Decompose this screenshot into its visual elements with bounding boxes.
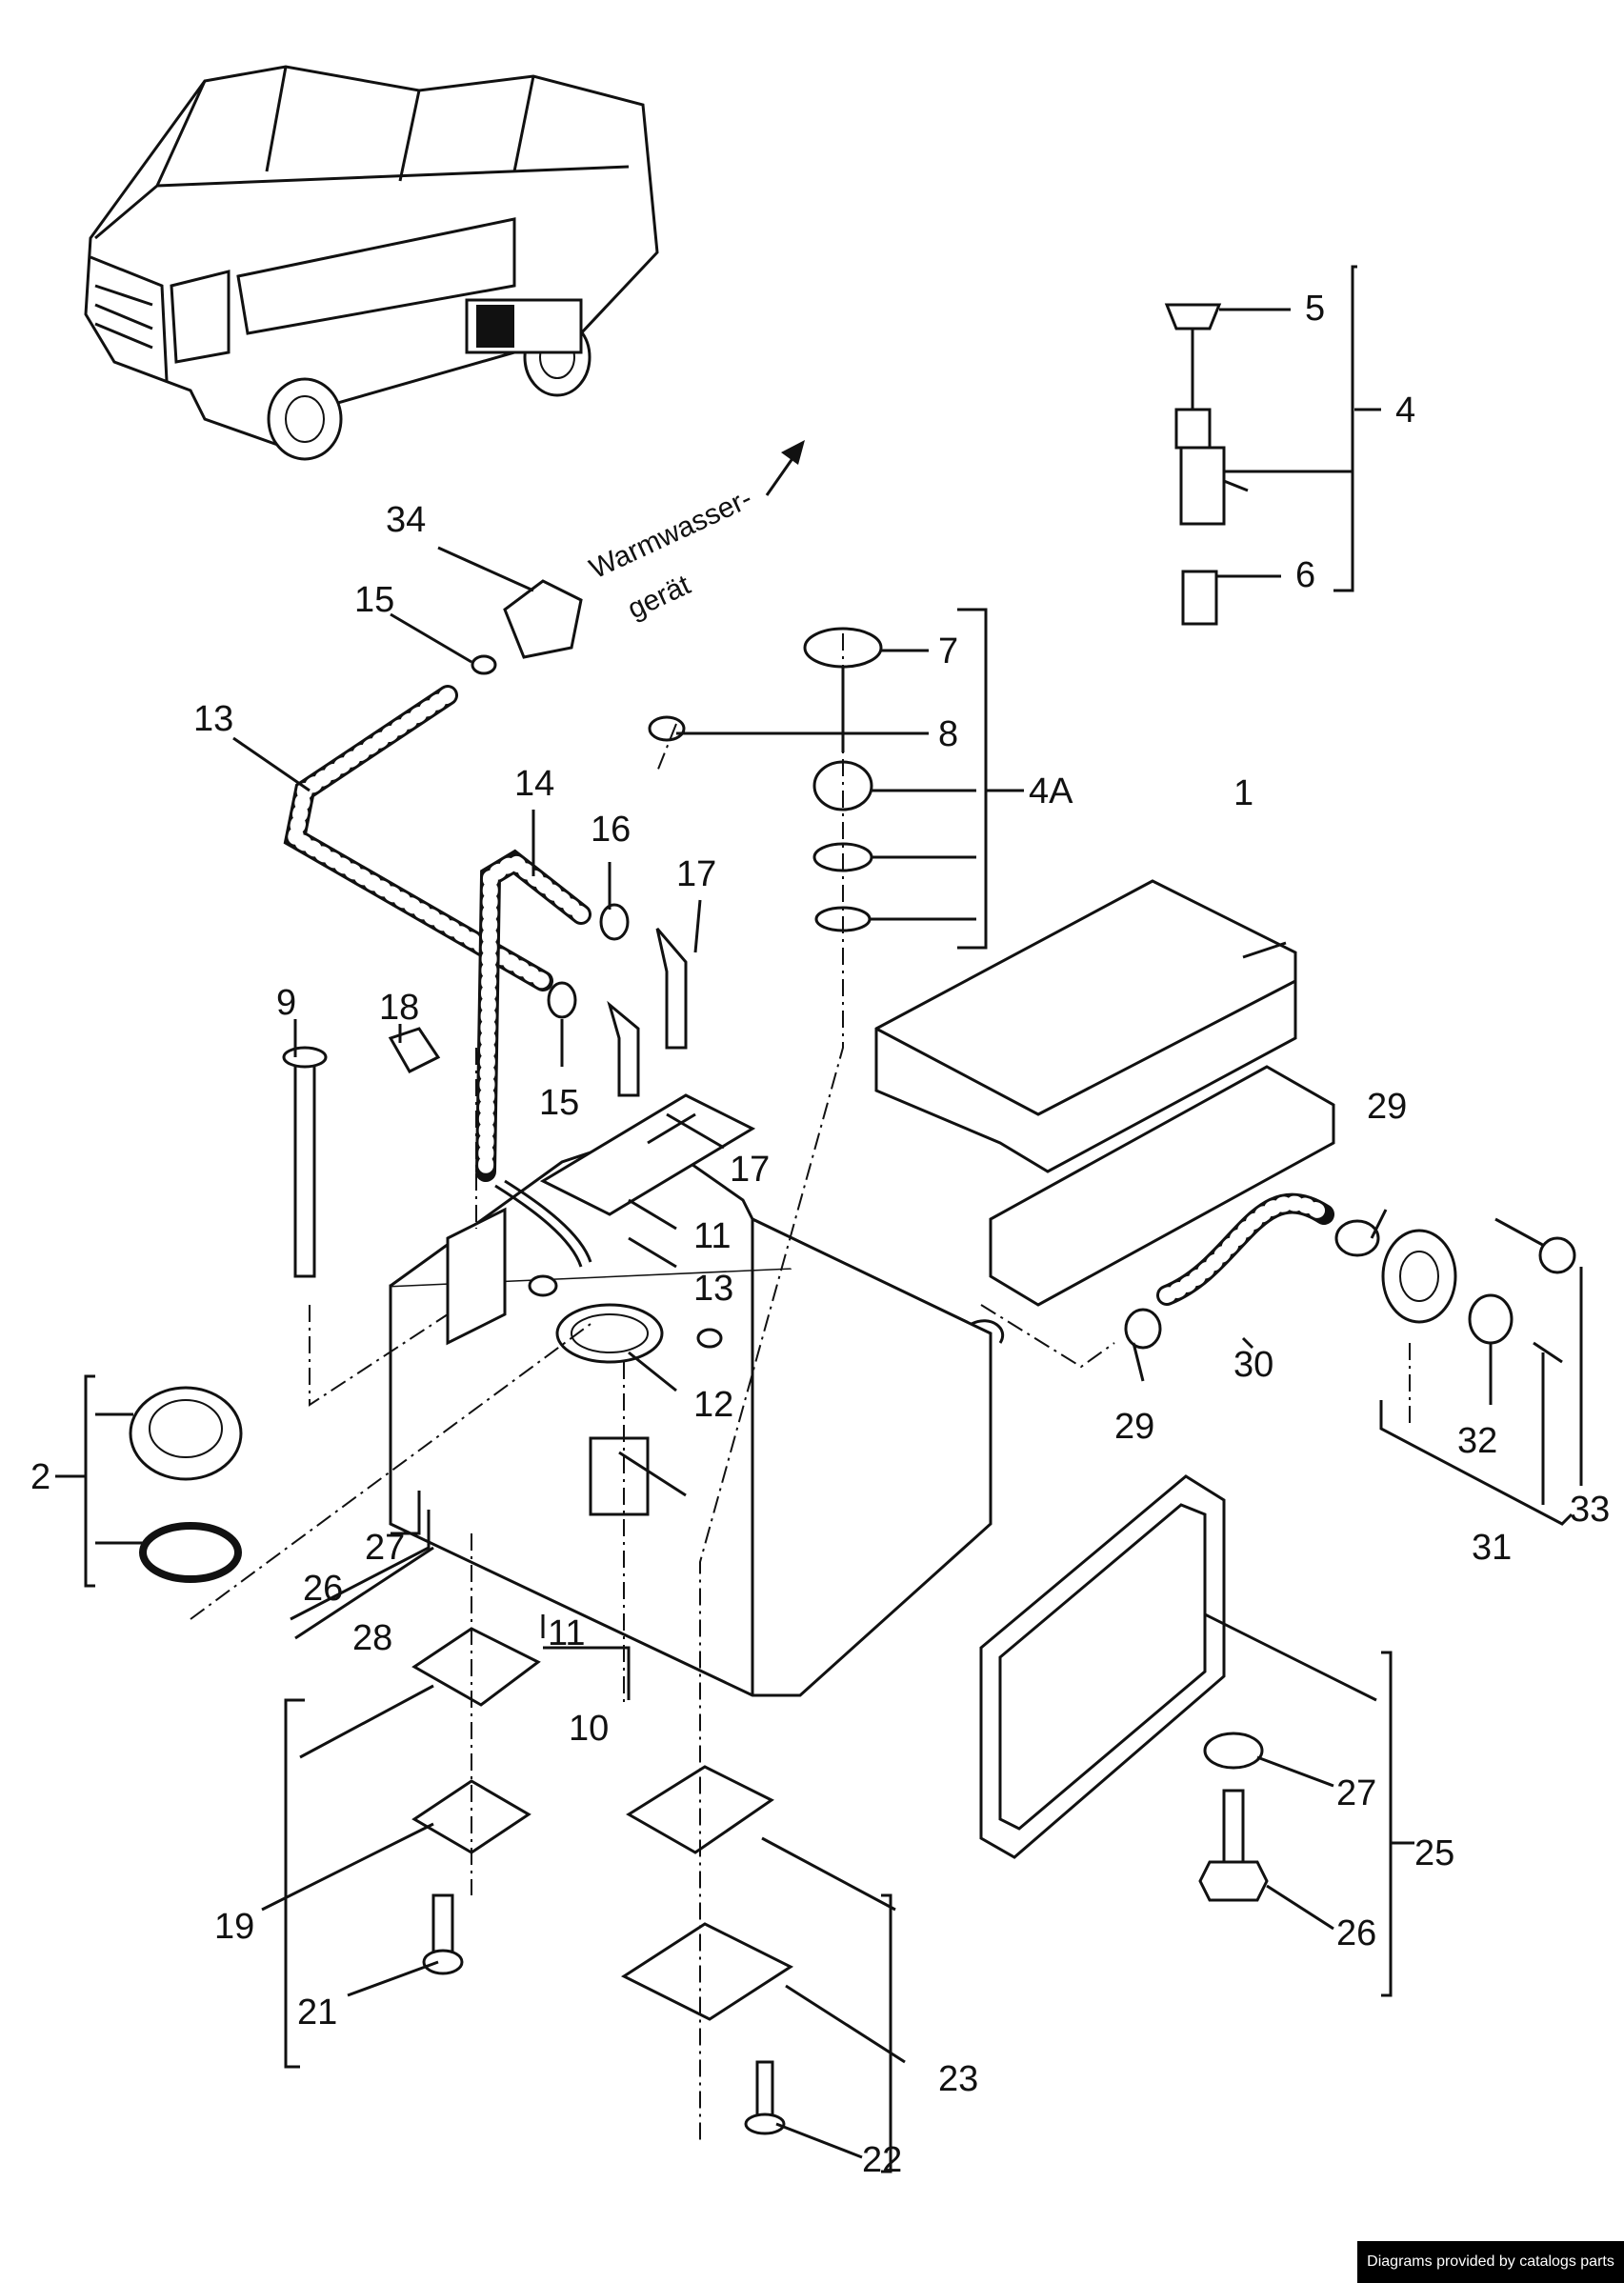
small-parts (129, 303, 1576, 2135)
callout-26a: 26 (303, 1569, 343, 1609)
callout-4a: 4A (1029, 771, 1073, 811)
callout-17a: 17 (676, 854, 716, 894)
callout-2: 2 (30, 1457, 50, 1497)
callout-15b: 15 (539, 1083, 579, 1123)
callout-7: 7 (938, 631, 958, 671)
callout-13b: 13 (693, 1269, 733, 1309)
callout-18: 18 (379, 988, 419, 1028)
callout-1: 1 (1233, 773, 1253, 813)
van-illustration (84, 65, 659, 461)
callout-30: 30 (1233, 1345, 1273, 1385)
callout-19: 19 (214, 1907, 254, 1947)
callout-22: 22 (862, 2140, 902, 2180)
callout-23: 23 (938, 2059, 978, 2099)
callout-11a: 11 (693, 1216, 731, 1256)
callout-4: 4 (1395, 391, 1415, 431)
leader-lines (55, 265, 1583, 2173)
callout-12: 12 (693, 1385, 733, 1425)
callout-28: 28 (352, 1618, 392, 1658)
annotation-line2: gerät (623, 569, 696, 625)
callout-17b: 17 (730, 1150, 770, 1190)
callout-5: 5 (1305, 289, 1325, 329)
callout-11b: 11 (548, 1613, 585, 1653)
callout-27b: 27 (1336, 1773, 1376, 1813)
callout-33: 33 (1570, 1490, 1610, 1530)
callout-14: 14 (514, 764, 554, 804)
callout-9: 9 (276, 983, 296, 1023)
callout-26b: 26 (1336, 1913, 1376, 1953)
callout-15a: 15 (354, 580, 394, 620)
callout-25: 25 (1414, 1833, 1454, 1873)
callout-16: 16 (591, 810, 631, 850)
assembly-lines (190, 633, 1411, 2143)
callout-13a: 13 (193, 699, 233, 739)
callout-10: 10 (569, 1709, 609, 1749)
hoses (283, 685, 1334, 1306)
callout-34: 34 (386, 500, 426, 540)
callout-32: 32 (1457, 1421, 1497, 1461)
callout-29b: 29 (1114, 1407, 1154, 1447)
callout-31: 31 (1472, 1528, 1512, 1568)
credit-footer: Diagrams provided by catalogs parts (1357, 2241, 1624, 2283)
callouts: 1 2 4 4A 5 6 7 8 9 10 11 11 12 13 13 14 … (30, 289, 1610, 2180)
annotation-line1: Warmwasser- (585, 483, 757, 586)
warmwasser-annotation: Warmwasser- gerät (585, 440, 805, 625)
callout-8: 8 (938, 714, 958, 754)
callout-27a: 27 (365, 1528, 405, 1568)
callout-6: 6 (1295, 555, 1315, 595)
callout-29a: 29 (1367, 1087, 1407, 1127)
callout-21: 21 (297, 1993, 337, 2033)
water-tank (389, 879, 1335, 1697)
